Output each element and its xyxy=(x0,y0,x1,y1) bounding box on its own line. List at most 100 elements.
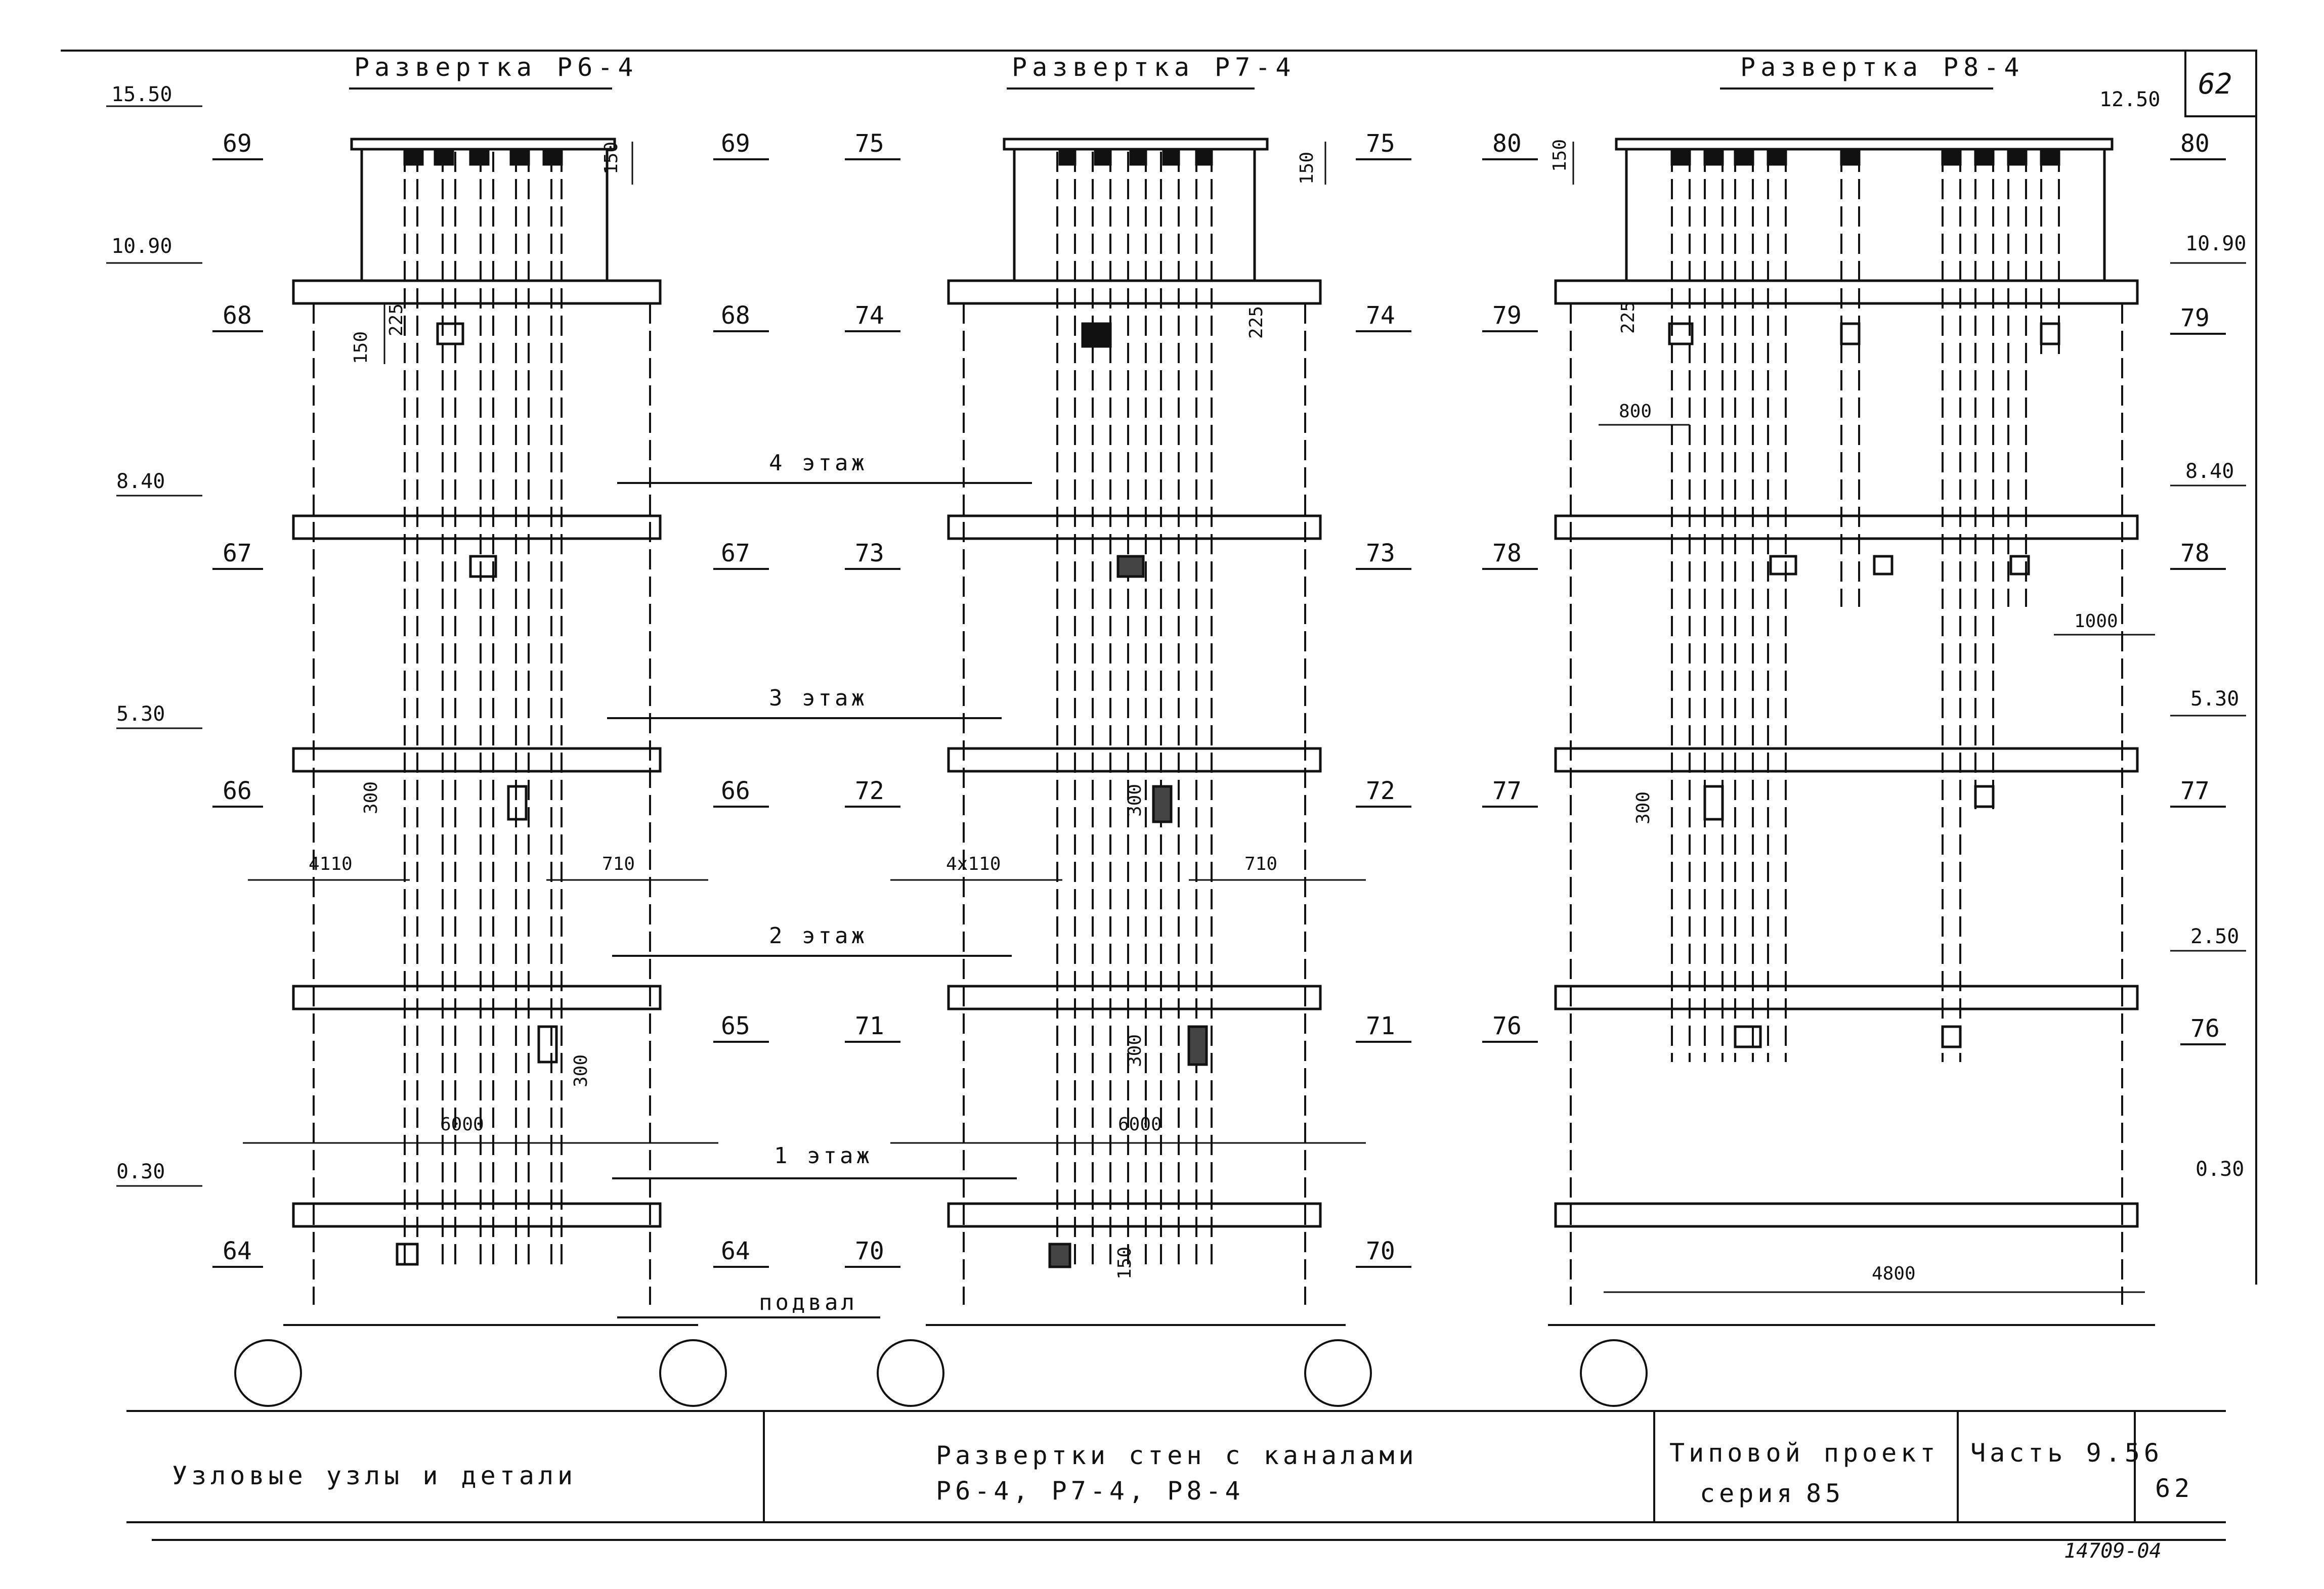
mark-label: 72 xyxy=(855,777,884,805)
vent-openings xyxy=(1668,322,2060,1048)
mark-label: 72 xyxy=(1366,777,1395,805)
level-value: 8.40 xyxy=(116,470,165,493)
dimension-label: 225 xyxy=(1618,301,1639,334)
floor-slabs xyxy=(1554,279,2139,1228)
sheet-number-box xyxy=(2184,50,2257,117)
dimension-label: 300 xyxy=(1125,1034,1145,1067)
roof-parapet xyxy=(350,138,616,281)
dimension-label: 300 xyxy=(1633,791,1654,824)
mark-label: 68 xyxy=(721,301,750,330)
axis-marks-left: 80 79 78 77 76 xyxy=(1482,129,1538,1043)
mark-label: 78 xyxy=(2180,539,2210,567)
walls-and-channels xyxy=(963,152,1306,1305)
level-value: 10.90 xyxy=(2185,232,2246,255)
mark-label: 77 xyxy=(1492,777,1522,805)
axis-marks-left: 69 68 67 66 64 xyxy=(212,129,263,1268)
mark-label: 77 xyxy=(2180,777,2210,805)
development-p7-4: Развертка Р7-4 xyxy=(845,53,1411,1407)
level-value: 5.30 xyxy=(116,702,165,726)
axis-marks-right: 80 79 78 77 76 xyxy=(2170,129,2226,1045)
mark-label: 80 xyxy=(2180,129,2210,158)
mark-label: 79 xyxy=(1492,301,1522,330)
mark-label: 70 xyxy=(1366,1237,1395,1265)
dimension-label: 710 xyxy=(1244,854,1277,874)
mark-label: 69 xyxy=(223,129,252,158)
dimension-label: 1000 xyxy=(2074,611,2118,632)
dimension-label: 150 xyxy=(1550,139,1570,172)
dimension-label: 150 xyxy=(1297,152,1317,185)
dimensions: 4110 710 6000 150 225 150 300 300 xyxy=(243,142,718,1144)
axis-marks-right: 69 68 67 66 65 64 xyxy=(713,129,769,1268)
stamp-part: Часть 9.56 xyxy=(1970,1438,2163,1468)
stamp-left-label: Узловые узлы и детали xyxy=(172,1461,577,1490)
mark-label: 76 xyxy=(1492,1012,1522,1040)
development-title: Развертка Р6-4 xyxy=(354,53,638,82)
mark-label: 65 xyxy=(721,1012,750,1040)
mark-label: 64 xyxy=(721,1237,750,1265)
development-title: Развертка Р7-4 xyxy=(1012,53,1296,82)
dimensions: 800 1000 4800 150 225 300 xyxy=(1550,139,2155,1293)
vent-openings xyxy=(1048,322,1208,1268)
stamp-title: Развертки стен с каналами xyxy=(936,1441,1418,1470)
mark-label: 74 xyxy=(855,301,884,330)
floor-label: 2 этаж xyxy=(769,923,868,949)
development-p8-4: Развертка Р8-4 xyxy=(1482,53,2246,1407)
development-p6-4: Развертка Р6-4 xyxy=(106,53,769,1407)
dimension-label: 225 xyxy=(1246,306,1267,339)
mark-label: 75 xyxy=(1366,129,1395,158)
mark-label: 76 xyxy=(2190,1014,2220,1043)
axis-marks-left: 75 74 73 72 71 70 xyxy=(845,129,900,1268)
dimension-label: 150 xyxy=(351,331,371,364)
mark-label: 78 xyxy=(1492,539,1522,567)
mark-label: 66 xyxy=(223,777,252,805)
mark-label: 80 xyxy=(1492,129,1522,158)
stamp-series-label: серия xyxy=(1700,1479,1796,1508)
dimension-label: 150 xyxy=(1114,1247,1135,1279)
dimension-label: 4110 xyxy=(309,854,353,874)
mark-label: 67 xyxy=(721,539,750,567)
stamp-sheet: 62 xyxy=(2155,1474,2193,1503)
dimension-label: 800 xyxy=(1619,401,1652,422)
floor-slabs xyxy=(292,279,662,1228)
axis-marks-right: 75 74 73 72 71 70 xyxy=(1356,129,1411,1268)
axis-bubbles xyxy=(877,1324,1372,1407)
mark-label: 74 xyxy=(1366,301,1395,330)
sheet-number: 62 xyxy=(2198,68,2232,101)
dimension-label: 6000 xyxy=(1118,1114,1162,1135)
axis-bubbles xyxy=(1548,1324,2155,1407)
mark-label: 71 xyxy=(855,1012,884,1040)
dimension-label: 4x110 xyxy=(946,854,1001,874)
mark-label: 67 xyxy=(223,539,252,567)
level-value: 0.30 xyxy=(2196,1158,2244,1181)
floor-slabs xyxy=(947,279,1322,1228)
dimensions: 4x110 710 6000 150 225 300 300 150 xyxy=(890,142,1366,1279)
stamp-project-label: Типовой проект xyxy=(1669,1438,1939,1468)
level-value: 12.50 xyxy=(2099,88,2160,111)
development-title: Развертка Р8-4 xyxy=(1740,53,2024,82)
mark-label: 70 xyxy=(855,1237,884,1265)
level-value: 0.30 xyxy=(116,1160,165,1183)
walls-and-channels xyxy=(313,152,651,1305)
axis-bubbles xyxy=(234,1324,727,1407)
level-value: 10.90 xyxy=(111,235,172,258)
floor-label: 4 этаж xyxy=(769,450,868,476)
mark-label: 64 xyxy=(223,1237,252,1265)
mark-label: 68 xyxy=(223,301,252,330)
title-block: Узловые узлы и детали Развертки стен с к… xyxy=(172,1438,2193,1508)
floor-label: подвал xyxy=(759,1290,857,1315)
level-value: 8.40 xyxy=(2185,460,2234,483)
dimension-label: 4800 xyxy=(1872,1263,1916,1284)
dimension-label: 6000 xyxy=(440,1114,484,1135)
level-value: 2.50 xyxy=(2190,925,2239,948)
mark-label: 66 xyxy=(721,777,750,805)
mark-label: 71 xyxy=(1366,1012,1395,1040)
stamp-subtitle: Р6-4, Р7-4, Р8-4 xyxy=(936,1476,1244,1506)
level-marks: 12.50 10.90 8.40 5.30 2.50 0.30 xyxy=(2099,88,2246,1181)
mark-label: 73 xyxy=(855,539,884,567)
dimension-label: 300 xyxy=(361,781,381,814)
sheet-frame xyxy=(61,50,2257,1541)
mark-label: 69 xyxy=(721,129,750,158)
level-marks: 15.50 10.90 8.40 5.30 0.30 xyxy=(106,83,202,1187)
mark-label: 73 xyxy=(1366,539,1395,567)
